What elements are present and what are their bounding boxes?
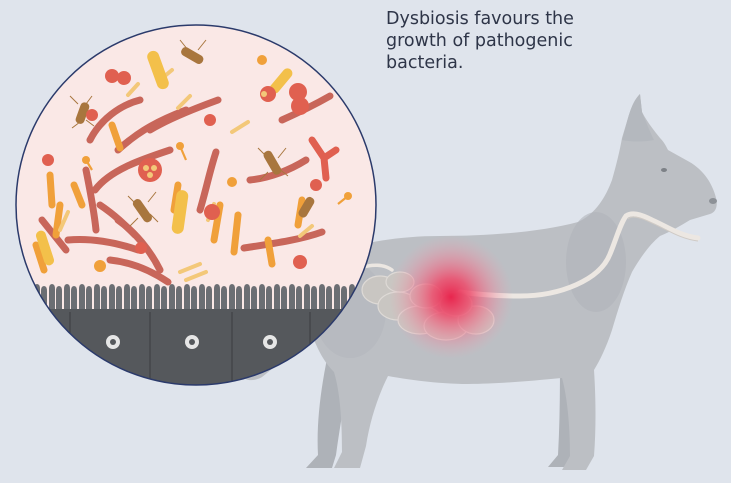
caption: Dysbiosis favours the growth of pathogen… [386,8,686,74]
dog-shoulder-shade [566,212,626,312]
caption-line-1: Dysbiosis favours the [386,8,686,30]
dog-ear [622,94,654,142]
caption-line-2: growth of pathogenic [386,30,686,52]
villi-layer [10,283,390,309]
caption-line-3: bacteria. [386,52,686,74]
inflammation-glow [389,235,513,359]
dog-nose [709,198,717,204]
dog-eye [661,168,667,172]
